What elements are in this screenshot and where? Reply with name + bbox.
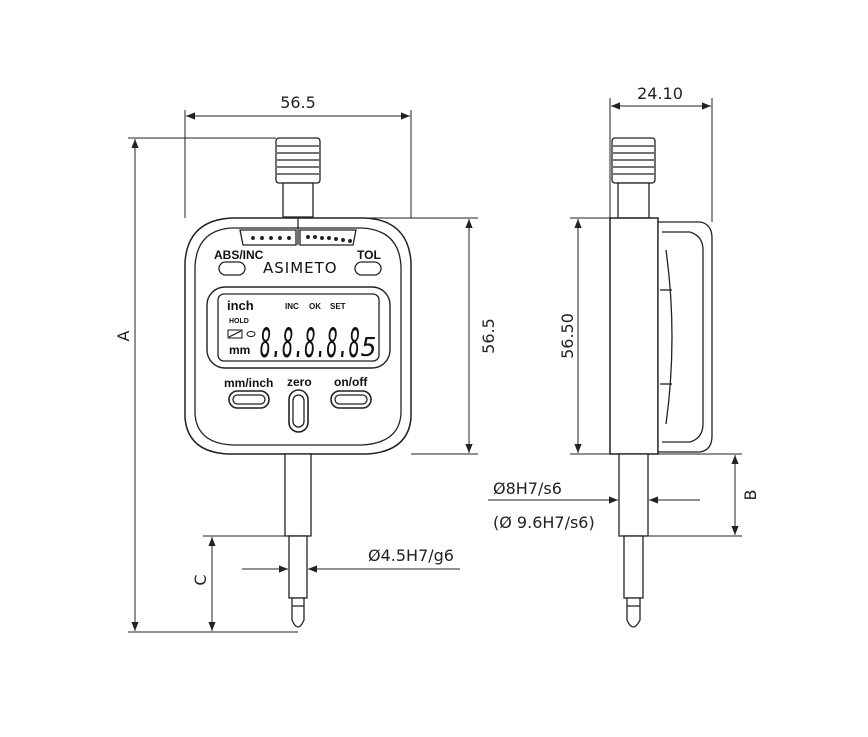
on-off-button[interactable] — [330, 390, 372, 409]
side-body — [609, 217, 659, 455]
lcd-screen — [217, 293, 380, 362]
side-stem — [618, 453, 649, 628]
dim-side-b: B — [741, 490, 760, 501]
on-off-label: on/off — [334, 375, 368, 389]
lcd-tolerance-icon — [227, 329, 256, 339]
front-dimensions — [128, 110, 478, 633]
lcd-suffix: 5 — [361, 333, 377, 363]
mm-inch-label: mm/inch — [224, 376, 273, 390]
dim-side-thickness: 24.10 — [637, 84, 683, 103]
lcd-ok: OK — [309, 302, 321, 311]
front-view — [184, 137, 412, 628]
brand-logo: ASIMETO — [263, 259, 338, 277]
dim-tip-c: C — [191, 574, 210, 585]
dim-overall-a: A — [114, 330, 133, 341]
dim-mount-diameter-alt: (Ø 9.6H7/s6) — [493, 513, 595, 532]
tolerance-leds — [239, 229, 357, 246]
front-stem — [284, 453, 312, 628]
abs-inc-button[interactable] — [218, 261, 246, 276]
dim-front-width: 56.5 — [280, 93, 316, 112]
tol-button[interactable] — [354, 261, 382, 276]
lcd-inc: INC — [285, 302, 299, 311]
side-neck — [611, 137, 656, 219]
lcd-inch: inch — [227, 298, 254, 313]
lcd-set: SET — [330, 302, 346, 311]
lcd-digits: 8.8.8.8.8 — [260, 321, 360, 367]
dim-mount-diameter: Ø8H7/s6 — [493, 479, 562, 498]
dim-stem-diameter: Ø4.5H7/g6 — [368, 546, 454, 565]
zero-button[interactable] — [288, 389, 309, 433]
dim-side-height: 56.50 — [558, 313, 577, 359]
side-bezel — [657, 221, 713, 453]
lcd-mm: mm — [229, 343, 250, 357]
side-dimensions — [488, 98, 742, 537]
zero-label: zero — [287, 375, 312, 389]
side-view — [609, 137, 713, 628]
mm-inch-button[interactable] — [228, 390, 270, 409]
front-neck — [275, 137, 321, 218]
lcd-hold: HOLD — [229, 318, 249, 325]
abs-inc-label: ABS/INC — [214, 248, 264, 262]
tol-label: TOL — [357, 248, 381, 262]
dim-front-height: 56.5 — [479, 318, 498, 354]
